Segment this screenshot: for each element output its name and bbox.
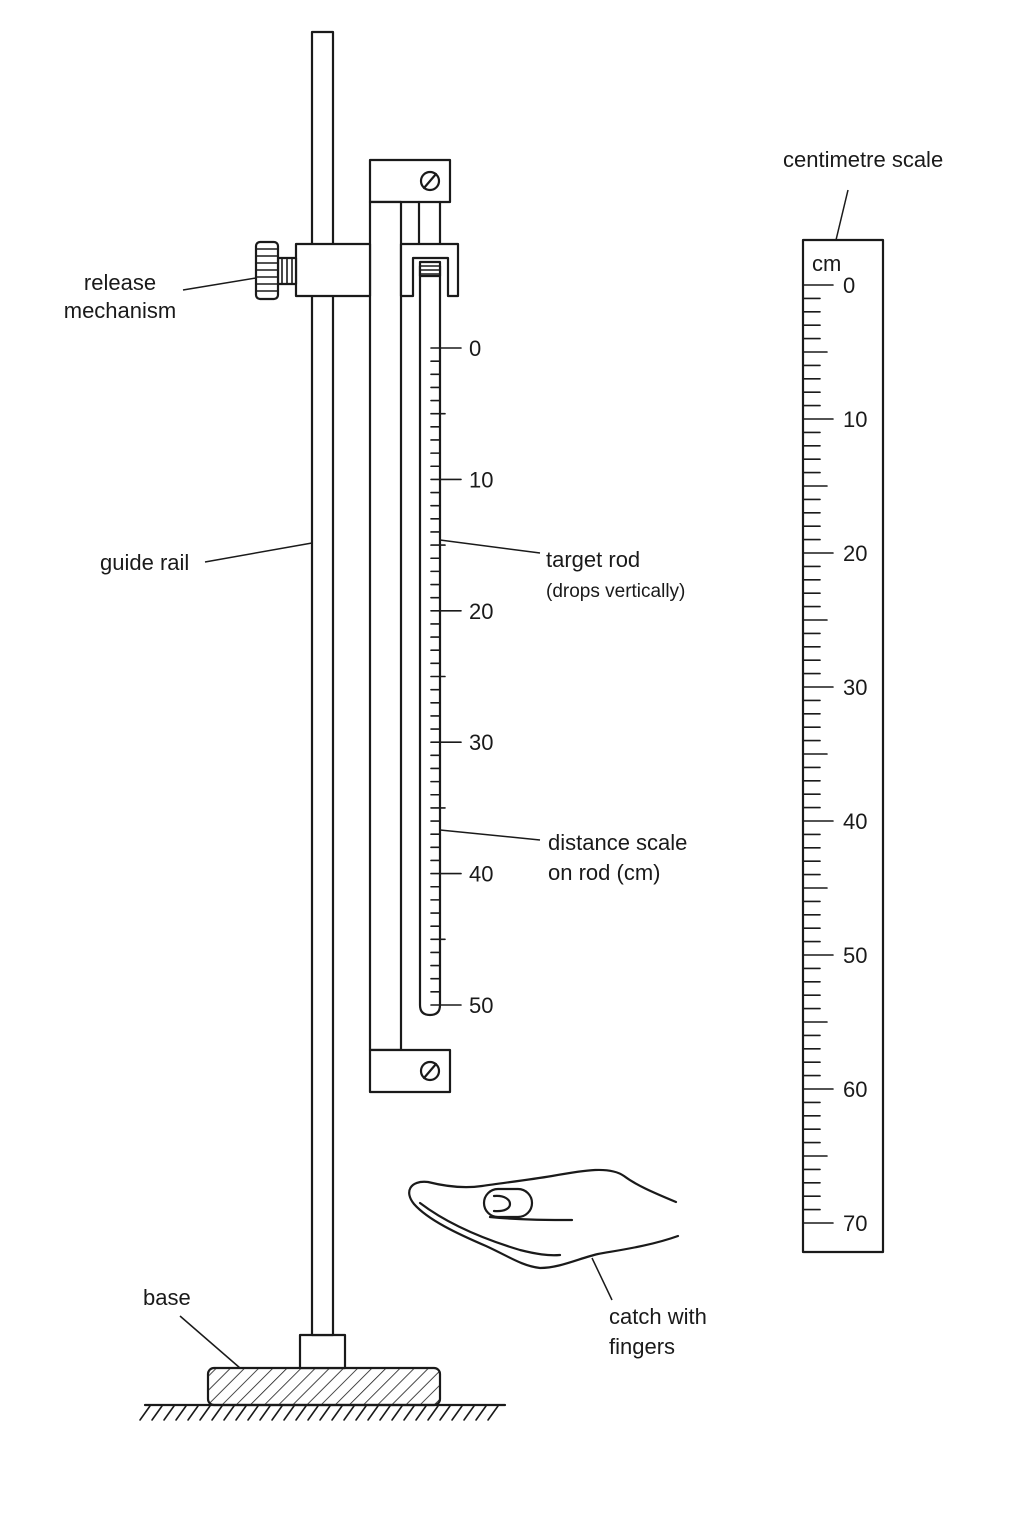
rod-tick-label: 40 [469, 862, 493, 887]
carriage-frame [368, 158, 452, 1094]
base-block [206, 1333, 442, 1407]
ground-hatch-line [463, 1405, 475, 1421]
ground-hatch-line [187, 1405, 199, 1421]
release-mechanism-label-line1: release [84, 270, 156, 295]
rod-tick-label: 50 [469, 993, 493, 1018]
ground-hatch-line [439, 1405, 451, 1421]
rod-distance-scale: 0 10 20 30 40 50 [430, 336, 493, 1018]
ground-hatch-line [331, 1405, 343, 1421]
release-mechanism-knob[interactable] [254, 240, 298, 301]
ground-hatch-line [163, 1405, 175, 1421]
ground [139, 1403, 507, 1421]
ground-hatch-line [223, 1405, 235, 1421]
target-rod-label: target rod [546, 547, 640, 572]
cm-tick-label: 20 [843, 541, 867, 566]
ground-hatch-line [307, 1405, 319, 1421]
ground-hatch-line [295, 1405, 307, 1421]
ground-hatch-line [475, 1405, 487, 1421]
ground-hatch-line [175, 1405, 187, 1421]
ground-hatch-line [343, 1405, 355, 1421]
ground-hatch-line [451, 1405, 463, 1421]
cm-tick-label: 40 [843, 809, 867, 834]
cm-tick-label: 30 [843, 675, 867, 700]
release-mechanism-label-line2: mechanism [64, 298, 176, 323]
catch-label-line2: fingers [609, 1334, 675, 1359]
ground-hatch-line [283, 1405, 295, 1421]
ground-hatch-line [487, 1405, 499, 1421]
cm-tick-label: 50 [843, 943, 867, 968]
cm-unit-label: cm [812, 251, 841, 276]
annotation-labels: release mechanism guide rail target rod … [64, 147, 943, 1359]
rod-tick-label: 0 [469, 336, 481, 361]
ground-hatch-line [271, 1405, 283, 1421]
distance-scale-label-line1: distance scale [548, 830, 687, 855]
ground-hatch-line [211, 1405, 223, 1421]
cm-tick-label: 10 [843, 407, 867, 432]
clamp-block [294, 242, 460, 298]
catch-label-line1: catch with [609, 1304, 707, 1329]
ground-hatch-line [139, 1405, 151, 1421]
ground-hatch-line [367, 1405, 379, 1421]
guide-rail [310, 30, 335, 1337]
guide-rail-label: guide rail [100, 550, 189, 575]
centimetre-scale-ruler: cm 0 10 20 30 40 50 60 70 [801, 238, 885, 1254]
centimetre-scale-label: centimetre scale [783, 147, 943, 172]
cm-tick-label: 60 [843, 1077, 867, 1102]
cm-tick-label: 0 [843, 273, 855, 298]
distance-scale-label-line2: on rod (cm) [548, 860, 660, 885]
ground-hatch-line [319, 1405, 331, 1421]
ground-hatch-line [415, 1405, 427, 1421]
ground-hatch-line [391, 1405, 403, 1421]
ground-hatch-line [151, 1405, 163, 1421]
rod-tick-label: 30 [469, 730, 493, 755]
leader-lines [179, 189, 849, 1369]
rod-tick-label: 10 [469, 467, 493, 492]
ground-hatch-line [427, 1405, 439, 1421]
ground-hatch-line [259, 1405, 271, 1421]
rod-tick-label: 20 [469, 599, 493, 624]
ground-hatch-line [379, 1405, 391, 1421]
base-label: base [143, 1285, 191, 1310]
ground-hatch-line [235, 1405, 247, 1421]
cm-tick-label: 70 [843, 1211, 867, 1236]
hand-illustration [408, 1168, 680, 1270]
ground-hatch-line [355, 1405, 367, 1421]
ground-hatch-line [199, 1405, 211, 1421]
ground-hatch-line [403, 1405, 415, 1421]
target-rod-note: (drops vertically) [546, 581, 685, 602]
ground-hatch-line [247, 1405, 259, 1421]
